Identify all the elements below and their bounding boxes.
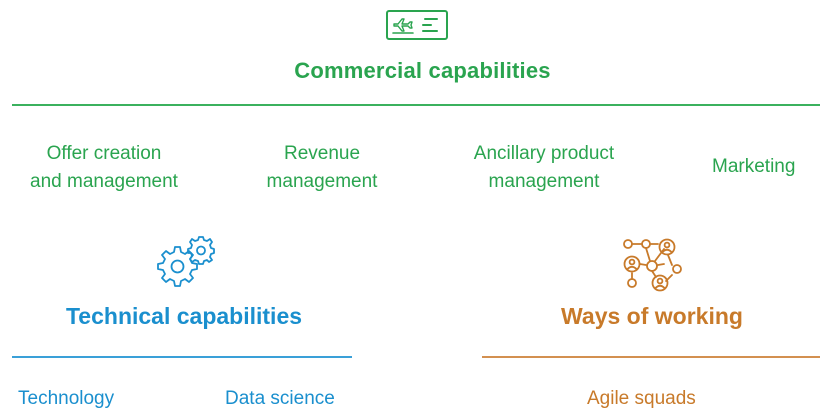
ways-item-agile-squads: Agile squads (587, 388, 696, 409)
capability-label-line1: Offer creation (46, 143, 162, 164)
capability-label-line1: Ancillary product (473, 143, 615, 164)
technical-divider (12, 356, 352, 358)
capability-label-line2: management (488, 171, 600, 192)
capability-revenue-management: Revenue management (232, 140, 412, 196)
capability-ancillary-product: Ancillary product management (434, 140, 654, 196)
ways-of-working-divider (482, 356, 820, 358)
technical-item-technology: Technology (18, 388, 115, 409)
capability-offer-creation: Offer creation and management (14, 140, 194, 196)
commercial-title: Commercial capabilities (294, 58, 551, 83)
people-network-icon (620, 235, 684, 293)
technical-item-data-science: Data science (225, 388, 335, 409)
capability-label-line1: Revenue (283, 143, 361, 164)
capability-label-line2: management (266, 171, 378, 192)
technical-title: Technical capabilities (65, 303, 303, 329)
ways-of-working-title: Ways of working (561, 303, 743, 329)
capability-marketing: Marketing (712, 153, 795, 181)
capability-label-line2: and management (30, 171, 178, 192)
capability-label-line1: Marketing (712, 156, 796, 177)
commercial-divider (12, 104, 820, 106)
boarding-pass-icon (385, 9, 449, 41)
gears-icon (155, 233, 217, 293)
